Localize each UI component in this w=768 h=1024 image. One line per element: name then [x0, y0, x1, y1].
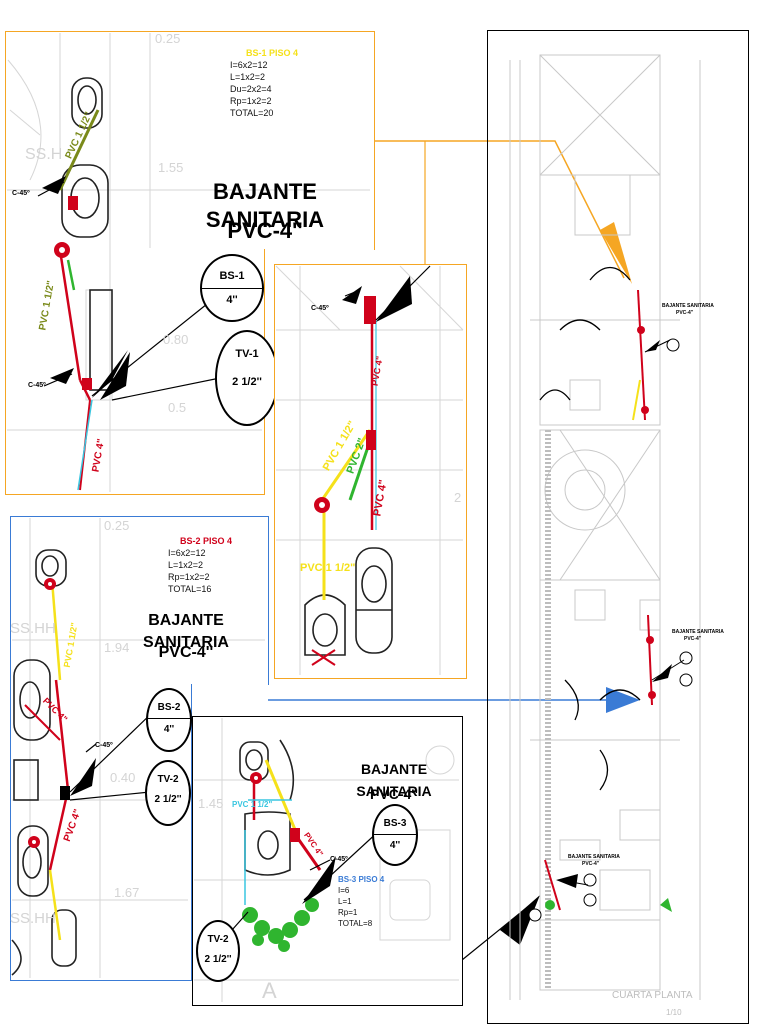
tv2-size-label: 2 1/2'' [154, 794, 182, 805]
panel1-dim-2: 0.80 [163, 332, 189, 347]
panel2-fitting: C-45º [311, 305, 329, 312]
panel3-calc-block: BS-2 PISO 4 I=6x2=12 L=1x2=2 Rp=1x2=2 TO… [168, 535, 232, 595]
panel4-title-line1: BAJANTE SANITARIA [356, 761, 432, 799]
panel1-title-line1: BAJANTE SANITARIA [205, 179, 325, 232]
panel1-dim-4: 0.25 [155, 31, 181, 46]
panel4-calc-line: I=6 [338, 886, 350, 895]
panel1-calc-line: TOTAL=20 [230, 108, 274, 118]
panel1-calc-line: Du=2x2=4 [230, 84, 272, 94]
bs1-size-label: 4'' [226, 294, 238, 306]
panel1-dim-1: 1.55 [158, 160, 184, 175]
plan-scale: 1/10 [666, 1008, 682, 1017]
panel3-dim-4: 0.25 [104, 518, 130, 533]
tv1-tag-circle: TV-1 2 1/2'' [215, 330, 279, 426]
tv1-tag-label: TV-1 [235, 348, 259, 360]
plan-label-1: BAJANTE SANITARIA [662, 303, 714, 309]
tv2b-tag-label: TV-2 [207, 934, 229, 945]
panel1-room-label: SS.H [25, 146, 63, 163]
tv2-tag-circle: TV-2 2 1/2'' [145, 760, 191, 826]
bs2-tag-label: BS-2 [157, 702, 181, 713]
panel3-dim-1: 1.94 [104, 640, 130, 655]
tv2b-size-label: 2 1/2'' [204, 954, 232, 965]
plan-title: CUARTA PLANTA [612, 990, 693, 1001]
panel2-dim: 2 [454, 490, 462, 505]
panel1-calc-line: I=6x2=12 [230, 60, 268, 70]
panel3-calc-line: I=6x2=12 [168, 548, 206, 558]
panel3-fitting: C-45º [95, 742, 113, 749]
panel4-dim: 1.45 [198, 796, 224, 811]
bs1-tag-circle: BS-1 4'' [200, 254, 264, 322]
panel1-dim-3: 0.5 [168, 400, 187, 415]
bs1-tag-label: BS-1 [219, 270, 245, 282]
panel1-calc-line: L=1x2=2 [230, 72, 266, 82]
panel4-calc-block: BS-3 PISO 4 I=6 L=1 Rp=1 TOTAL=8 [338, 874, 384, 929]
panel3-room-label-2: SS.HH [10, 910, 56, 927]
tag-divider [202, 288, 262, 289]
panel1-calc-header: BS-1 PISO 4 [246, 48, 299, 58]
detail-panel-bs1 [5, 31, 375, 250]
panel4-room-label: A [262, 978, 277, 1003]
bs3-tag-label: BS-3 [383, 818, 407, 829]
panel3-title-line2: PVC-4'' [158, 644, 214, 661]
panel3-dim-2: 0.40 [110, 770, 136, 785]
panel1-calc-block: BS-1 PISO 4 I=6x2=12 L=1x2=2 Du=2x2=4 Rp… [230, 47, 298, 119]
panel3-calc-line: TOTAL=16 [168, 584, 212, 594]
bs3-size-label: 4'' [389, 840, 401, 851]
plan-label-3b: PVC-4'' [582, 861, 600, 867]
bs2-size-label: 4'' [163, 724, 175, 735]
plan-label-3: BAJANTE SANITARIA [568, 854, 620, 860]
plan-label-2: BAJANTE SANITARIA [672, 629, 724, 635]
plan-label-2b: PVC-4'' [684, 636, 702, 642]
panel4-calc-line: Rp=1 [338, 908, 358, 917]
panel1-calc-line: Rp=1x2=2 [230, 96, 272, 106]
tv2b-tag-circle: TV-2 2 1/2'' [196, 920, 240, 982]
panel1-fitting-1: C-45º [12, 190, 30, 197]
panel4-fitting: C-45º [330, 856, 348, 863]
panel4-title-line2: PVC-4'' [370, 786, 418, 802]
tag-divider [148, 718, 190, 719]
plan-label-1b: PVC-4'' [676, 310, 694, 316]
panel2-pipe-label-5: PVC 1 1/2" [300, 562, 356, 574]
panel1-title-line2: PVC-4'' [227, 218, 303, 243]
panel3-calc-header: BS-2 PISO 4 [180, 536, 233, 546]
panel3-title-line1: BAJANTE SANITARIA [143, 612, 229, 651]
panel4-pipe-label-1: PVC 1 1/2" [232, 800, 273, 809]
panel3-room-label-1: SS.HH [10, 620, 56, 637]
panel3-calc-line: L=1x2=2 [168, 560, 204, 570]
panel3-calc-line: Rp=1x2=2 [168, 572, 210, 582]
tv1-size-label: 2 1/2'' [232, 376, 262, 388]
bs2-tag-circle: BS-2 4'' [146, 688, 192, 752]
panel4-calc-line: L=1 [338, 897, 352, 906]
tv2-tag-label: TV-2 [157, 774, 179, 785]
panel4-calc-header: BS-3 PISO 4 [338, 875, 385, 884]
panel1-fitting-2: C-45º [28, 382, 46, 389]
panel3-dim-3: 1.67 [114, 885, 140, 900]
panel4-calc-line: TOTAL=8 [338, 919, 373, 928]
bs3-tag-circle: BS-3 4'' [372, 804, 418, 866]
tag-divider [374, 834, 416, 835]
